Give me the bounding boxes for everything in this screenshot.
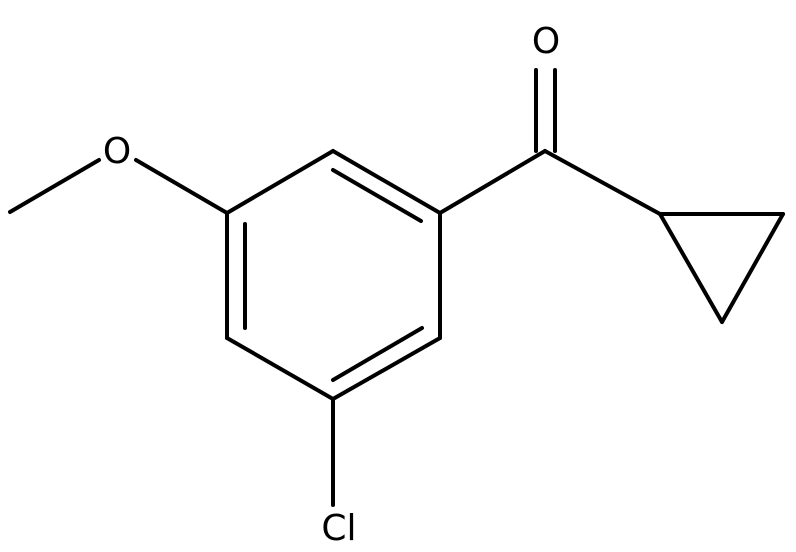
bond-cyclopropyl-right bbox=[720, 212, 785, 324]
bond-ring-c5-c6 bbox=[331, 336, 442, 401]
bond-ring-inner-c5-c6 bbox=[331, 326, 424, 382]
methoxy-group bbox=[8, 158, 229, 215]
bond-methoxy-oxygen-to-methyl bbox=[8, 158, 101, 214]
bond-ring-to-carbonyl bbox=[438, 149, 547, 215]
bond-ring-to-methoxy-oxygen bbox=[134, 158, 229, 215]
bond-ring-inner-c1-c2 bbox=[331, 168, 423, 223]
benzene-ring bbox=[225, 149, 442, 401]
bond-cyclopropyl-left bbox=[658, 212, 724, 324]
atom-label-carbonyl-oxygen: O bbox=[532, 21, 560, 62]
bond-ring-c2-c3 bbox=[225, 149, 335, 215]
cyclopropyl-ring bbox=[658, 212, 785, 324]
bond-ring-c4-c5 bbox=[225, 336, 335, 401]
bond-ring-c1-c2 bbox=[331, 149, 442, 215]
carbonyl-group bbox=[438, 68, 662, 216]
atom-label-methoxy-oxygen: O bbox=[103, 131, 131, 172]
atom-label-chlorine: Cl bbox=[321, 508, 356, 549]
bond-carbonyl-to-cyclopropyl bbox=[543, 149, 662, 216]
